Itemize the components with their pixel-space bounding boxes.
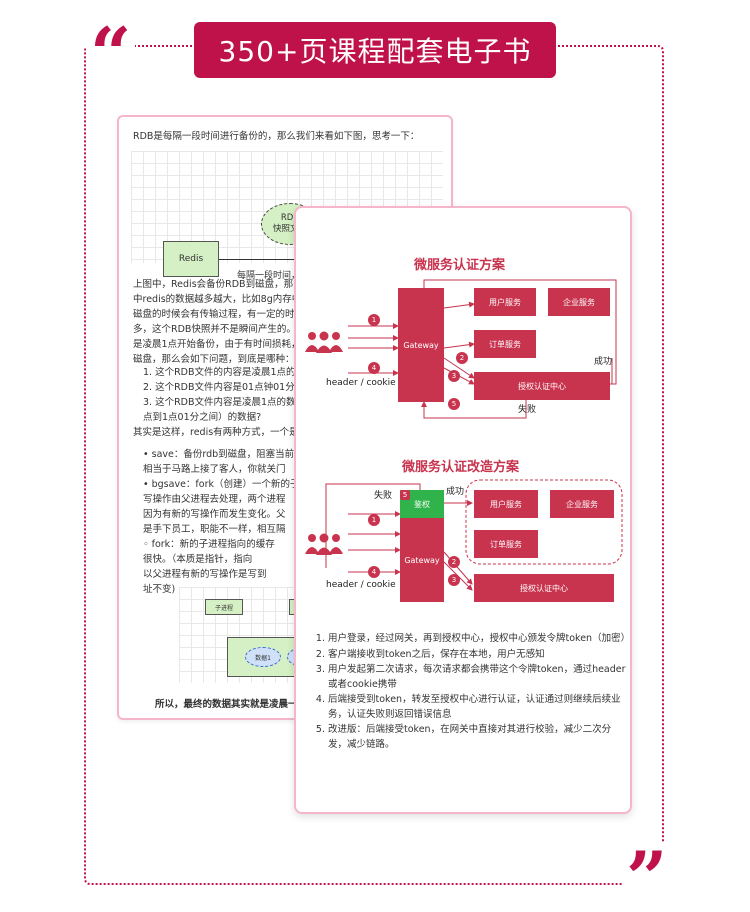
bullets-line: 址不变) bbox=[143, 584, 176, 595]
users2-icon bbox=[305, 533, 343, 555]
title-badge: 350+页课程配套电子书 bbox=[194, 22, 556, 78]
step2-num-1: 1 bbox=[368, 514, 380, 526]
success2-label: 成功 bbox=[446, 487, 465, 497]
questions-line: 3. 这个RDB文件内容是凌晨1点的数据 bbox=[143, 397, 306, 408]
bullets-line: 写操作由父进程去处理，两个进程 bbox=[143, 494, 286, 505]
para1-line: 中redis的数据越多越大，比如8g内存中 bbox=[133, 294, 302, 305]
bullets-line: 因为有新的写操作而发生变化。父 bbox=[143, 509, 286, 520]
steps-list: 用户登录，经过网关，再到授权中心，授权中心颁发令牌token（加密） 客户端接收… bbox=[314, 632, 630, 753]
fail2-label: 失败 bbox=[374, 491, 393, 501]
auth-center-box: 授权认证中心 bbox=[474, 372, 610, 400]
data1-oval: 数据1 bbox=[245, 647, 281, 667]
conclusion-text: 所以，最终的数据其实就是凌晨一 bbox=[155, 699, 298, 710]
bullets-line: • bgsave：fork（创建）一个新的子进 bbox=[143, 479, 309, 490]
questions-line: 点到1点01分之间）的数据? bbox=[143, 412, 262, 423]
bullets-line: 是手下员工，职能不一样，相互隔 bbox=[143, 524, 286, 535]
bullets-line: 以父进程有新的写操作是写到 bbox=[143, 569, 267, 580]
para1-line: 上图中，Redis会备份RDB到磁盘，那么 bbox=[133, 279, 303, 290]
step2-num-3: 3 bbox=[448, 574, 460, 586]
step-num-1: 1 bbox=[368, 314, 380, 326]
para1-line: 磁盘的时候会有传输过程，有一定的时间 bbox=[133, 309, 305, 320]
front-page: 微服务认证方案 Gateway 用户服务 企业服务 订单服务 授权认证中心 成功… bbox=[294, 206, 632, 814]
client2-label: header / cookie bbox=[326, 580, 396, 590]
step-num-4: 4 bbox=[368, 362, 380, 374]
users-icon bbox=[305, 331, 343, 353]
enterprise-service-box: 企业服务 bbox=[548, 288, 610, 316]
diagram-arrows bbox=[325, 279, 623, 591]
auth-check-label: 鉴权 bbox=[414, 499, 430, 509]
step-item: 改进版：后端接受token，在网关中直接对其进行校验，减少二次分发，减少链路。 bbox=[328, 723, 626, 752]
gateway2-box: Gateway bbox=[400, 518, 444, 602]
step2-num-4: 4 bbox=[368, 566, 380, 578]
para1-line: 是凌晨1点开始备份，由于有时间损耗， bbox=[133, 339, 301, 350]
step-item: 后端接受到token，转发至授权中心进行认证，认证通过则继续后续业务，认证失败则… bbox=[328, 693, 626, 722]
order-service2-box: 订单服务 bbox=[474, 530, 538, 558]
para1-line: 磁盘，那么会如下问题，到底是哪种： bbox=[133, 354, 295, 365]
auth-check-box: 鉴权 bbox=[400, 490, 444, 518]
enterprise-service2-box: 企业服务 bbox=[550, 490, 614, 518]
step-num-2: 2 bbox=[456, 352, 468, 364]
diagram1-title: 微服务认证方案 bbox=[414, 258, 506, 273]
rdb-cloud-line1: RDB bbox=[280, 213, 300, 223]
step-item: 用户登录，经过网关，再到授权中心，授权中心颁发令牌token（加密） bbox=[328, 632, 630, 647]
step2-num-5: 5 bbox=[400, 490, 410, 500]
child-process-box: 子进程 bbox=[205, 599, 243, 615]
client-label: header / cookie bbox=[326, 378, 396, 388]
para1-line: 多，这个RDB快照并不是瞬间产生的。那 bbox=[133, 324, 306, 335]
bullets-line: • save：备份rdb到磁盘，阻塞当前进 bbox=[143, 449, 304, 460]
order-service-box: 订单服务 bbox=[474, 330, 536, 358]
bullets-line: 很快。（本质是指针，指向 bbox=[143, 554, 253, 565]
diagram2-title: 微服务认证改造方案 bbox=[402, 460, 520, 475]
questions-line: 1. 这个RDB文件的内容是凌晨1点的数 bbox=[143, 367, 306, 378]
fail-label: 失败 bbox=[518, 405, 537, 415]
success-label: 成功 bbox=[594, 357, 613, 367]
para2-text: 其实是这样，redis有两种方式，一个是s bbox=[133, 427, 304, 438]
bullets-line: 相当于马路上接了客人，你就关门 bbox=[143, 464, 286, 475]
close-quote-mark: ” bbox=[622, 842, 672, 912]
user-service2-box: 用户服务 bbox=[474, 490, 538, 518]
auth-center2-box: 授权认证中心 bbox=[474, 574, 614, 602]
questions-line: 2. 这个RDB文件内容是01点钟01分的 bbox=[143, 382, 305, 393]
user-service-box: 用户服务 bbox=[474, 288, 536, 316]
step2-num-2: 2 bbox=[448, 556, 460, 568]
intro-text: RDB是每隔一段时间进行备份的，那么我们来看如下图，思考一下： bbox=[133, 131, 420, 142]
step-item: 客户端接收到token之后，保存在本地，用户无感知 bbox=[328, 648, 626, 663]
step-item: 用户发起第二次请求，每次请求都会携带这个令牌token，通过header或者co… bbox=[328, 663, 626, 692]
open-quote-mark: “ bbox=[86, 18, 136, 90]
bullets-line: ◦ fork：新的子进程指向的缓存 bbox=[143, 539, 275, 550]
rdb-cloud-line2: 快照文件 bbox=[272, 224, 307, 234]
redis-box: Redis bbox=[163, 241, 219, 277]
step-num-5: 5 bbox=[448, 398, 460, 410]
step-num-3: 3 bbox=[448, 370, 460, 382]
interval-label: 每隔一段时间， bbox=[237, 271, 301, 281]
gateway-box: Gateway bbox=[398, 288, 444, 402]
